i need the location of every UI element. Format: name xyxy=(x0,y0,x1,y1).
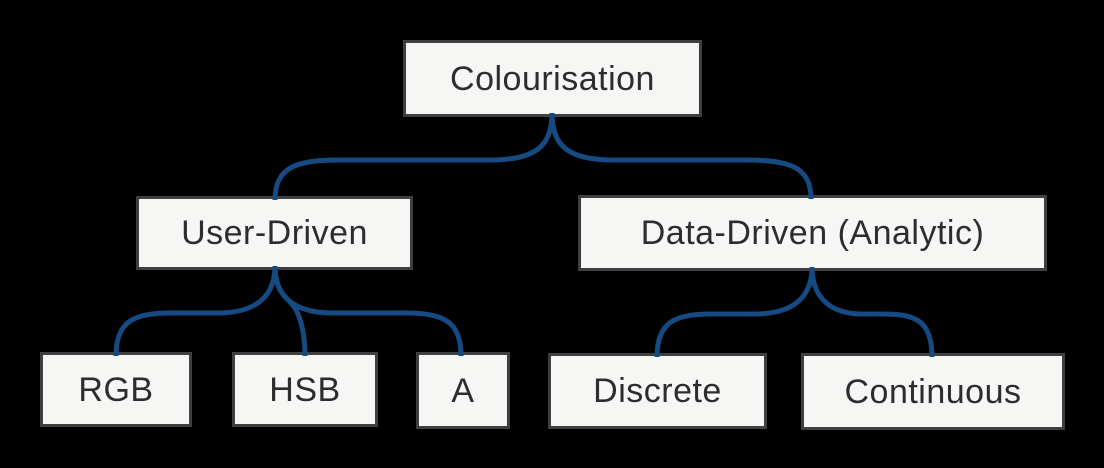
node-continuous-label: Continuous xyxy=(844,372,1022,411)
edge-data-driven-to-continuous xyxy=(809,266,935,358)
node-rgb-label: RGB xyxy=(78,370,154,409)
node-data-driven-analytic: Data-Driven (Analytic) xyxy=(578,195,1047,271)
node-discrete-label: Discrete xyxy=(593,372,722,410)
node-colourisation: Colourisation xyxy=(403,40,702,117)
edge-user-driven-to-rgb xyxy=(113,265,278,357)
node-hsb-label: HSB xyxy=(269,370,341,409)
edge-user-driven-to-hsb xyxy=(272,265,308,357)
node-continuous: Continuous xyxy=(801,353,1065,430)
node-user-driven: User-Driven xyxy=(136,196,413,270)
node-discrete: Discrete xyxy=(548,353,767,429)
edge-colourisation-to-user-driven xyxy=(272,112,555,201)
node-user-driven-label: User-Driven xyxy=(181,214,368,252)
edge-data-driven-to-discrete xyxy=(654,266,815,358)
edge-colourisation-to-data-driven xyxy=(549,112,814,200)
node-colourisation-label: Colourisation xyxy=(450,59,655,98)
node-data-driven-analytic-label: Data-Driven (Analytic) xyxy=(640,214,985,252)
edge-user-driven-to-a xyxy=(272,265,464,357)
node-a: A xyxy=(416,352,510,429)
node-hsb: HSB xyxy=(232,352,378,427)
node-a-label: A xyxy=(451,371,475,410)
node-rgb: RGB xyxy=(40,352,192,427)
